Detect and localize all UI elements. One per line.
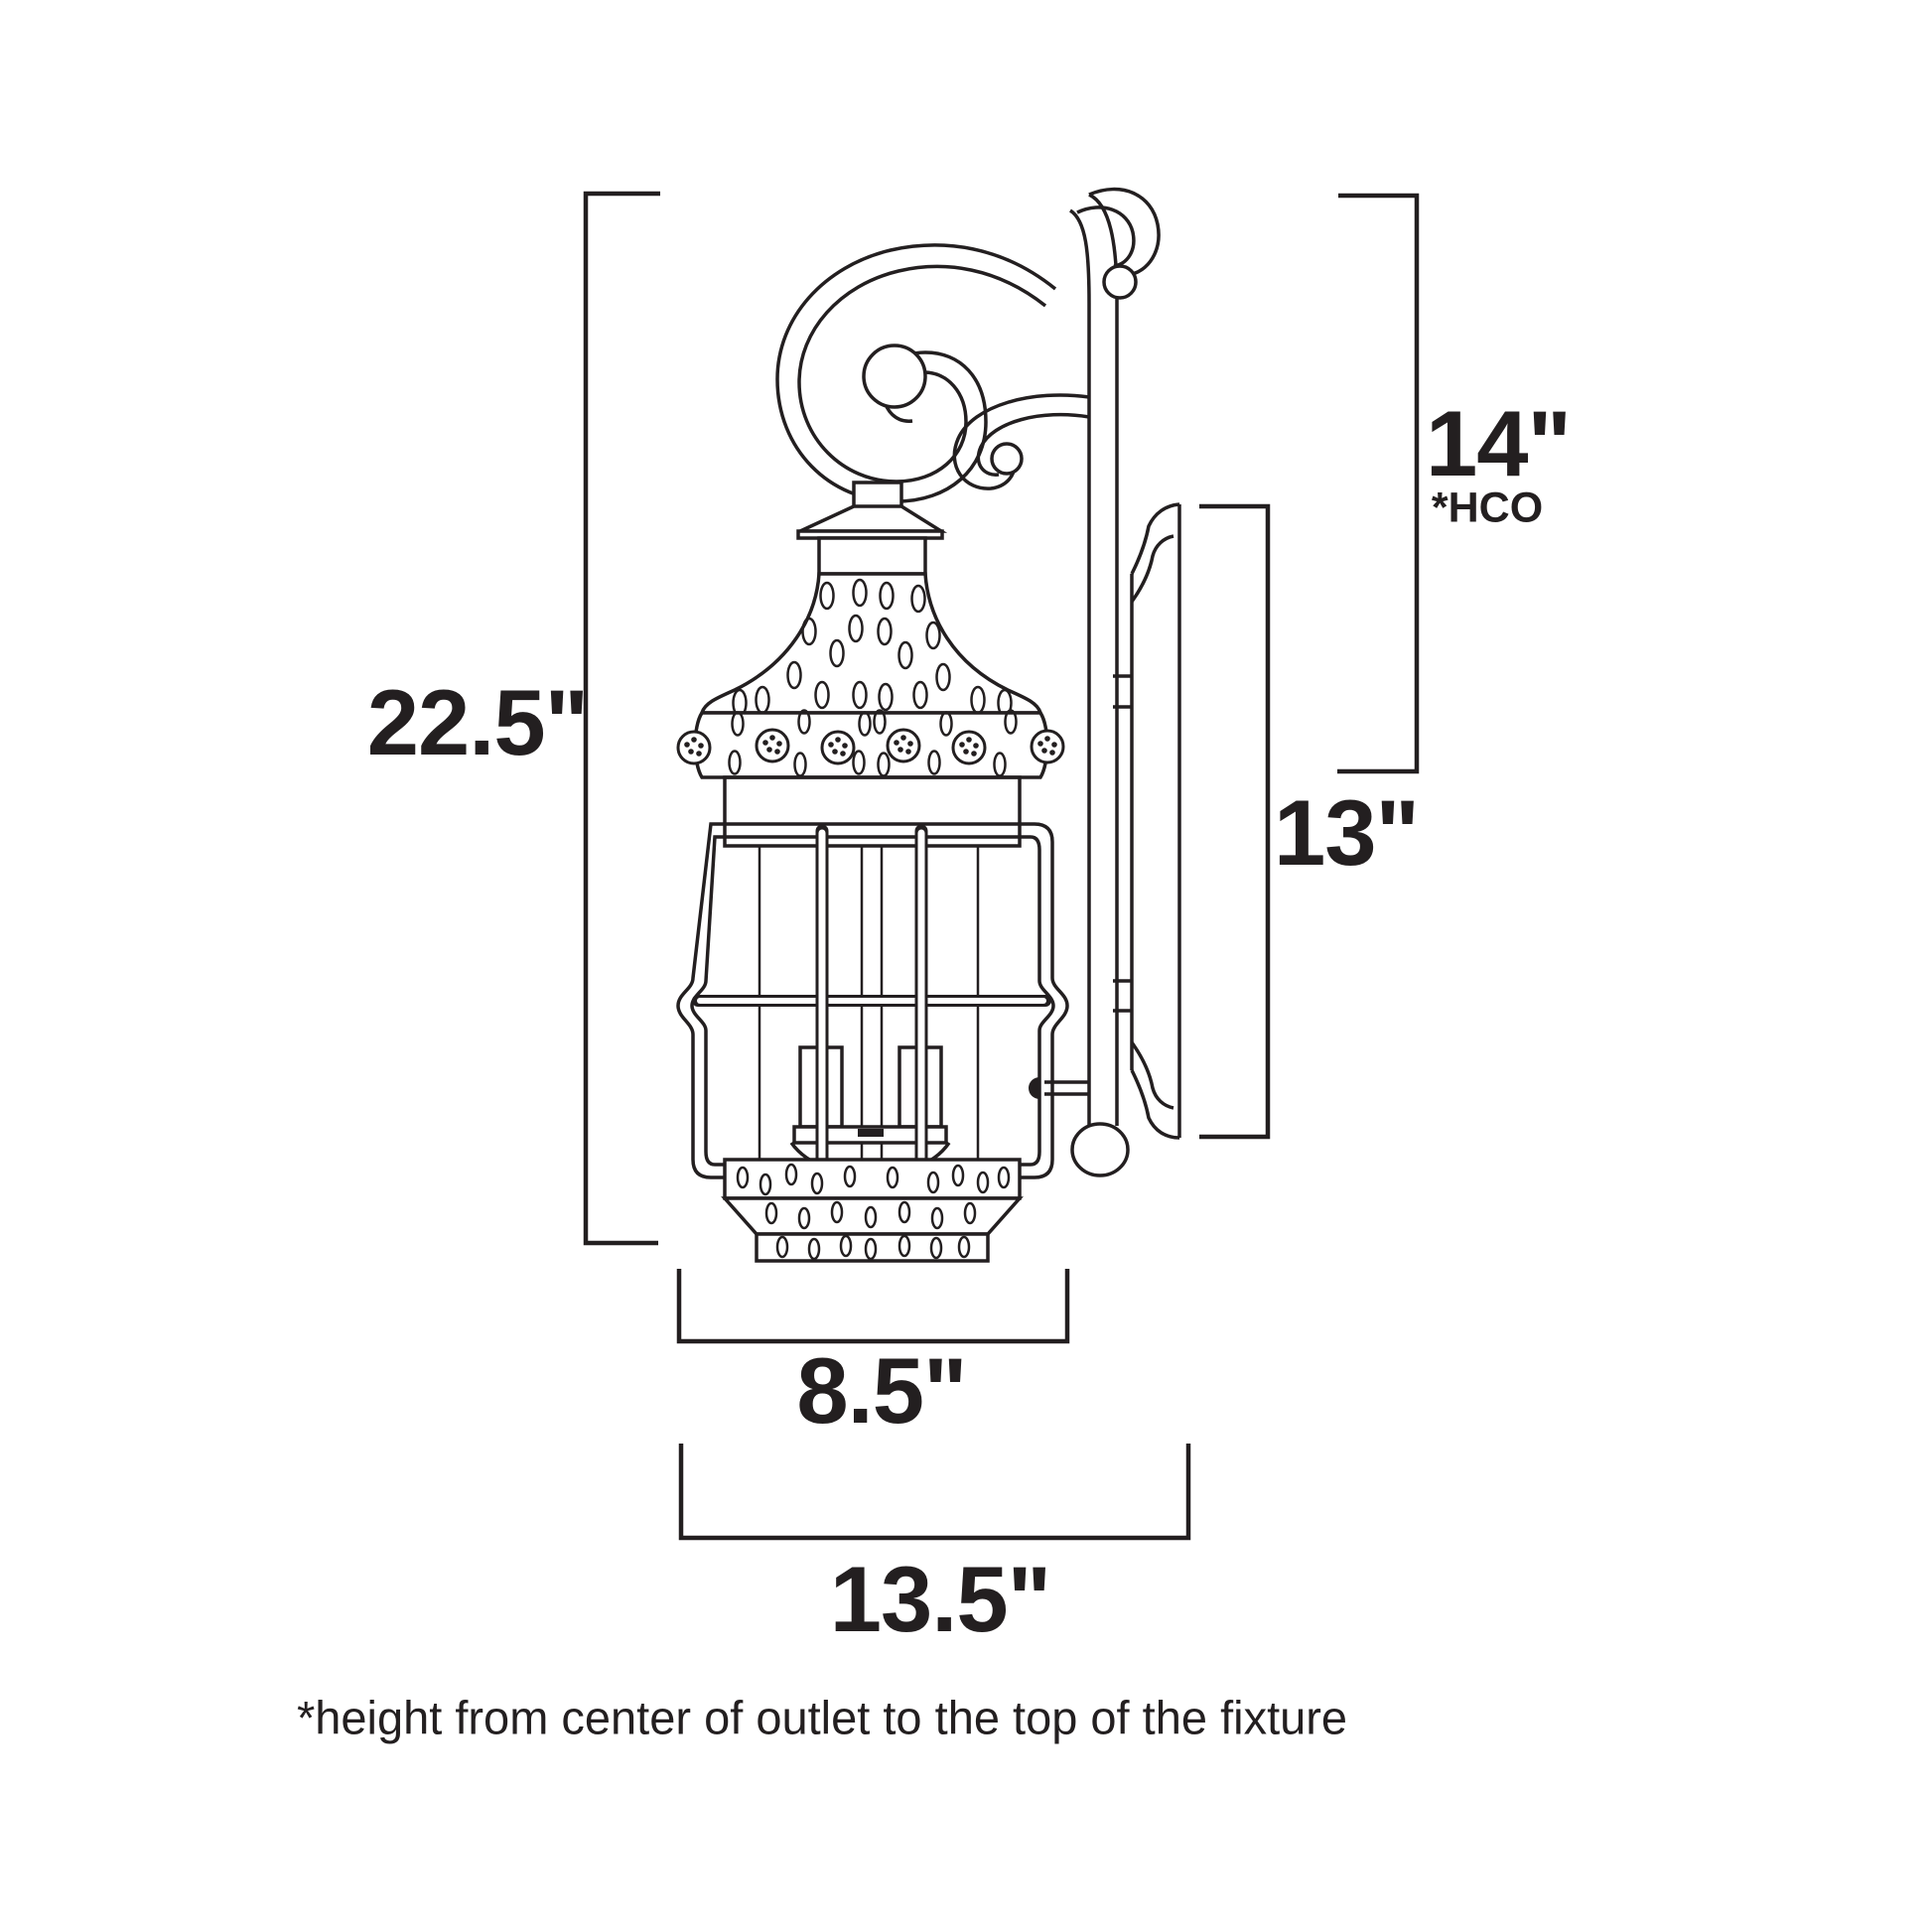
curl-ball-top (1102, 264, 1138, 300)
cap-cone (799, 504, 948, 533)
dim-bracket-hco (1337, 193, 1420, 774)
dim-bracket-overall-width (678, 1444, 1191, 1541)
dim-bracket-backplate-height (1199, 503, 1271, 1140)
cage-frame-outer (676, 822, 1069, 1179)
cap-stem (852, 481, 903, 510)
scroll-inner (797, 264, 1047, 483)
base-perforations (736, 1163, 1011, 1261)
lantern-cage (676, 775, 1089, 1186)
cage-top-drum (723, 775, 1022, 848)
bell-perforations (732, 578, 1013, 718)
footnote-hco-definition: *height from center of outlet to the top… (296, 1691, 1348, 1744)
dim-bracket-overall-height (583, 191, 660, 1246)
curl-ball-middle (990, 442, 1024, 476)
arm-inner (1068, 208, 1091, 1126)
arm-outer (1088, 193, 1119, 1126)
dim-bracket-lantern-width (676, 1269, 1070, 1344)
door-knob (1029, 1077, 1039, 1099)
burner (858, 1129, 884, 1137)
ball-finial (1070, 1122, 1130, 1177)
label-backplate-height: 13" (1273, 780, 1420, 885)
lantern-base (721, 1158, 1024, 1263)
cap-drum (817, 536, 927, 576)
cross-arm (1044, 1080, 1089, 1096)
scroll-eye (862, 344, 927, 409)
dimension-brackets (583, 191, 1420, 1541)
rivet-band (676, 709, 1065, 779)
perforated-bell (699, 572, 1043, 718)
scroll-arm (775, 187, 1161, 1177)
base-band-upper (723, 1158, 1022, 1200)
cage-bars (815, 824, 928, 1186)
wall-backplate (1113, 502, 1181, 1140)
cage-frame-inner (690, 835, 1055, 1167)
label-hco-height: 14" (1425, 391, 1572, 495)
label-lantern-width: 8.5" (796, 1338, 967, 1443)
label-overall-height: 22.5" (366, 670, 590, 774)
label-hco-abbrev: *HCO (1431, 483, 1544, 532)
lantern-cap (796, 481, 948, 576)
label-overall-width: 13.5" (829, 1547, 1052, 1651)
